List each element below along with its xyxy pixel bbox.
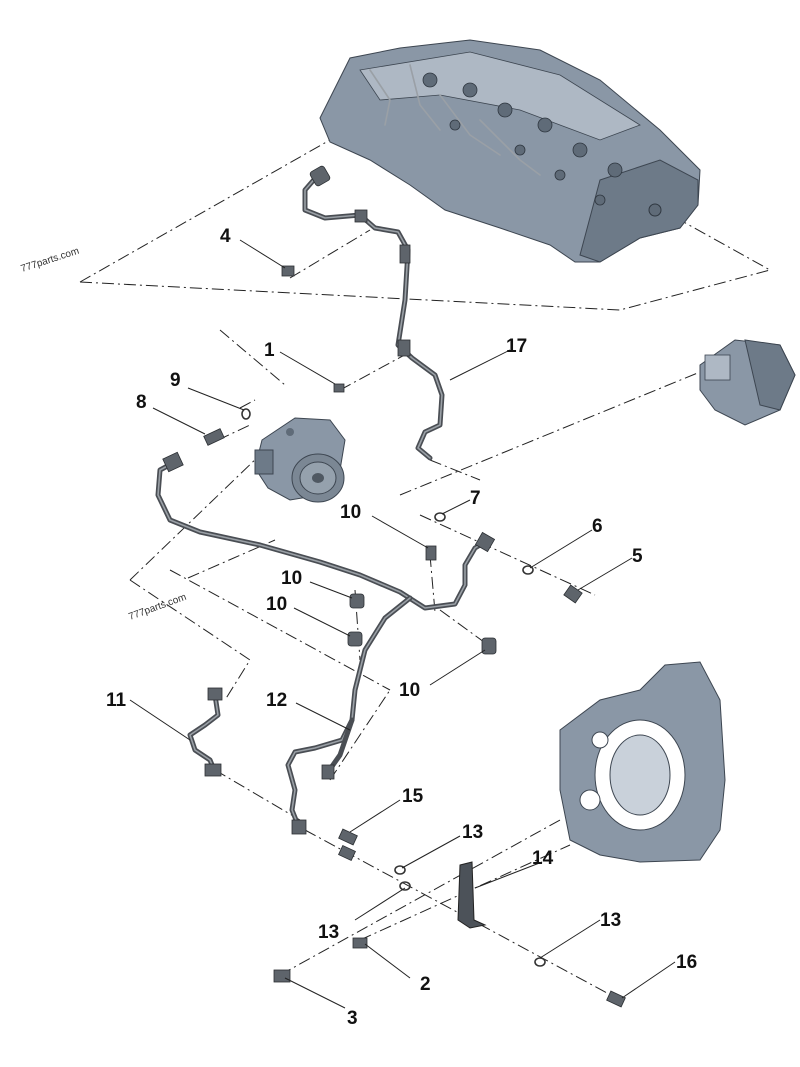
callout-7: 7 — [470, 488, 481, 509]
callout-11: 11 — [106, 690, 127, 711]
pipe-12 — [285, 595, 413, 835]
callout-10b: 10 — [281, 568, 302, 589]
callout-5: 5 — [632, 546, 643, 567]
leader-lines — [129, 239, 676, 1009]
small-parts — [203, 265, 626, 1008]
feed-pipe — [155, 451, 496, 611]
callout-10d: 10 — [399, 680, 420, 701]
watermark-2: 777parts.com — [127, 592, 188, 623]
cylinder-head — [319, 39, 701, 263]
return-pipe-17 — [302, 165, 445, 461]
callout-8: 8 — [136, 392, 147, 413]
clips-10 — [347, 545, 497, 655]
callout-3: 3 — [347, 1008, 358, 1029]
callout-4: 4 — [220, 226, 231, 247]
bracket-14 — [457, 861, 487, 929]
high-pressure-pump — [254, 417, 346, 503]
callout-17: 17 — [506, 336, 527, 357]
callout-13c: 13 — [600, 910, 621, 931]
callout-1: 1 — [264, 340, 275, 361]
callout-6: 6 — [592, 516, 603, 537]
callout-10a: 10 — [340, 502, 361, 523]
assembly-lines — [79, 139, 772, 1001]
timing-housing — [559, 661, 726, 863]
pipe-11 — [187, 687, 223, 777]
callout-13b: 13 — [318, 922, 339, 943]
common-rail — [699, 339, 796, 426]
callout-9: 9 — [170, 370, 181, 391]
callout-12: 12 — [266, 690, 287, 711]
callouts: 1 2 3 4 5 6 7 8 9 10 10 10 10 11 12 13 1… — [106, 226, 697, 1029]
callout-14: 14 — [532, 848, 554, 869]
callout-15: 15 — [402, 786, 424, 807]
callout-13a: 13 — [462, 822, 483, 843]
callout-2: 2 — [420, 974, 431, 995]
watermark-1: 777parts.com — [20, 246, 81, 275]
callout-10c: 10 — [266, 594, 287, 615]
callout-16: 16 — [676, 952, 697, 973]
